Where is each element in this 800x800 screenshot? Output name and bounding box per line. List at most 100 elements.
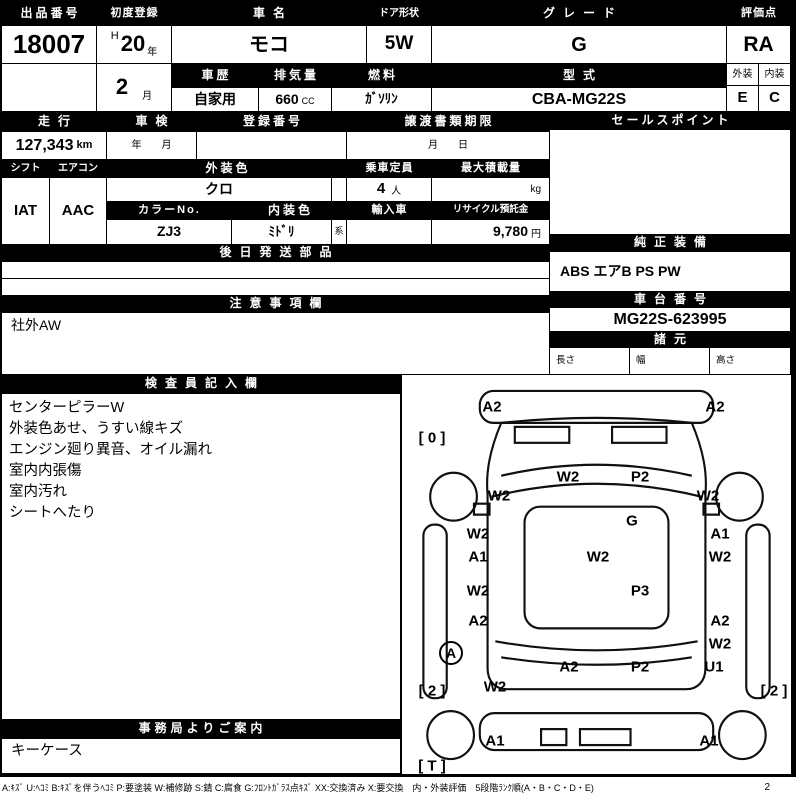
damage-marker: A2 — [468, 612, 488, 630]
capacity-unit: 人 — [391, 186, 402, 197]
inspection-value: 年 月 — [107, 132, 197, 160]
damage-marker: A1 — [699, 732, 719, 750]
inspection-label: 車検 — [107, 112, 197, 132]
recycle-unit: 円 — [531, 229, 541, 240]
damage-marker: P2 — [630, 468, 650, 486]
caution-label: 注意事項欄 — [2, 296, 550, 313]
capacity-number: 4 — [376, 180, 386, 198]
model-code-label: 型式 — [432, 64, 727, 88]
later-parts-row-2 — [2, 279, 550, 296]
score-label: 評価点 — [727, 2, 791, 26]
door-shape-value: 5W — [367, 26, 432, 64]
damage-marker: A1 — [485, 732, 505, 750]
color-no-value: ZJ3 — [107, 220, 232, 245]
displacement-unit: CC — [301, 96, 315, 107]
interior-color-suffix: 系 — [332, 220, 347, 245]
interior-color-label: 内装色 — [232, 202, 347, 220]
spec-label: 諸元 — [550, 332, 791, 348]
displacement-label: 排気量 — [259, 64, 332, 88]
displacement-number: 660 — [275, 90, 299, 107]
color-no-label: カラーNo. — [107, 202, 232, 220]
door-shape-label: ドア形状 — [367, 2, 432, 26]
recycle-amount: 9,780 — [492, 223, 528, 240]
damage-marker: W2 — [466, 582, 490, 600]
aircon-value: AAC — [50, 178, 107, 245]
later-shipped-parts-label: 後日発送部品 — [2, 245, 550, 262]
interior-grade-label: 内装 — [759, 64, 791, 86]
score-value: RA — [727, 26, 791, 64]
inspector-note: シートへたり — [9, 505, 96, 521]
inspector-note: 室内汚れ — [9, 484, 67, 500]
inspector-notes-label: 検査員記入欄 — [2, 375, 402, 394]
fuel-value: ｶﾞｿﾘﾝ — [332, 88, 432, 112]
damage-marker: A2 — [482, 398, 502, 416]
office-notice-label: 事務局よりご案内 — [2, 720, 402, 739]
damage-marker: W2 — [586, 548, 610, 566]
damage-marker: [ 2 ] — [760, 682, 788, 700]
damage-marker: U1 — [704, 658, 724, 676]
exterior-color-suffix — [332, 178, 347, 202]
interior-grade-value: C — [759, 86, 791, 112]
damage-marker: A2 — [559, 658, 579, 676]
displacement-value: 660 CC — [259, 88, 332, 112]
damage-marker: [ 2 ] — [418, 682, 446, 700]
damage-marker: P2 — [630, 658, 650, 676]
chassis-number-value: MG22S-623995 — [550, 308, 791, 332]
first-registration-month: 2 月 — [97, 64, 172, 112]
damage-marker: A2 — [705, 398, 725, 416]
capacity-value: 4 人 — [347, 178, 432, 202]
damage-marker: A — [439, 641, 463, 665]
exterior-color-value: クロ — [107, 178, 332, 202]
legend-text: A:ｷｽﾞ U:ﾍｺﾐ B:ｷｽﾞを伴うﾍｺﾐ P:要塗装 W:補修跡 S:錆 … — [2, 783, 594, 793]
spec-height-cell: 高さ — [710, 348, 791, 375]
damage-marker: W2 — [556, 468, 580, 486]
first-registration-year: H 20 年 — [97, 26, 172, 64]
caution-text: 社外AW — [2, 313, 550, 375]
car-name-label: 車名 — [172, 2, 367, 26]
genuine-equipment-value: ABS エアB PS PW — [550, 252, 791, 292]
auction-sheet: 出品番号 18007 初度登録 H 20 年 2 月 車名 モコ ドア形状 5W… — [0, 0, 796, 777]
aircon-label: エアコン — [50, 160, 107, 178]
year-unit: 年 — [147, 47, 158, 58]
first-reg-year-value: 20 — [120, 31, 146, 57]
interior-color-value: ﾐﾄﾞﾘ — [232, 220, 332, 245]
registration-number-value — [197, 132, 347, 160]
exterior-grade-label: 外装 — [727, 64, 759, 86]
recycle-deposit-value: 9,780 円 — [432, 220, 550, 245]
grade-label: グレード — [432, 2, 727, 26]
inspector-note: センターピラーW — [9, 400, 125, 416]
era-mark: H — [110, 30, 119, 42]
inspector-note: 室内内張傷 — [9, 463, 82, 479]
damage-marker: W2 — [696, 487, 720, 505]
sales-point-label: セールスポイント — [550, 112, 791, 130]
office-notice-text: キーケース — [2, 739, 402, 774]
mileage-label: 走行 — [2, 112, 107, 132]
damage-marker: W2 — [487, 487, 511, 505]
history-value: 自家用 — [172, 88, 259, 112]
month-unit: 月 — [142, 91, 153, 102]
fuel-label: 燃料 — [332, 64, 432, 88]
damage-marker: W2 — [483, 678, 507, 696]
history-label: 車歴 — [172, 64, 259, 88]
grade-value: G — [432, 26, 727, 64]
transfer-deadline-value: 月 日 — [347, 132, 550, 160]
genuine-equipment-label: 純正装備 — [550, 235, 791, 252]
later-parts-row-1 — [2, 262, 550, 279]
car-outline-graphic — [422, 389, 771, 761]
spec-length-cell: 長さ — [550, 348, 630, 375]
import-value — [347, 220, 432, 245]
shift-value: IAT — [2, 178, 50, 245]
damage-marker: W2 — [708, 635, 732, 653]
damage-marker: P3 — [630, 582, 650, 600]
max-load-value: kg — [432, 178, 550, 202]
transfer-deadline-label: 譲渡書類期限 — [347, 112, 550, 132]
mileage-unit: km — [76, 139, 93, 152]
damage-marker: A1 — [468, 548, 488, 566]
first-registration-label: 初度登録 — [97, 2, 172, 26]
legend: A:ｷｽﾞ U:ﾍｺﾐ B:ｷｽﾞを伴うﾍｺﾐ P:要塗装 W:補修跡 S:錆 … — [2, 781, 794, 794]
damage-marker: G — [626, 512, 638, 530]
first-reg-month-value: 2 — [115, 74, 129, 100]
